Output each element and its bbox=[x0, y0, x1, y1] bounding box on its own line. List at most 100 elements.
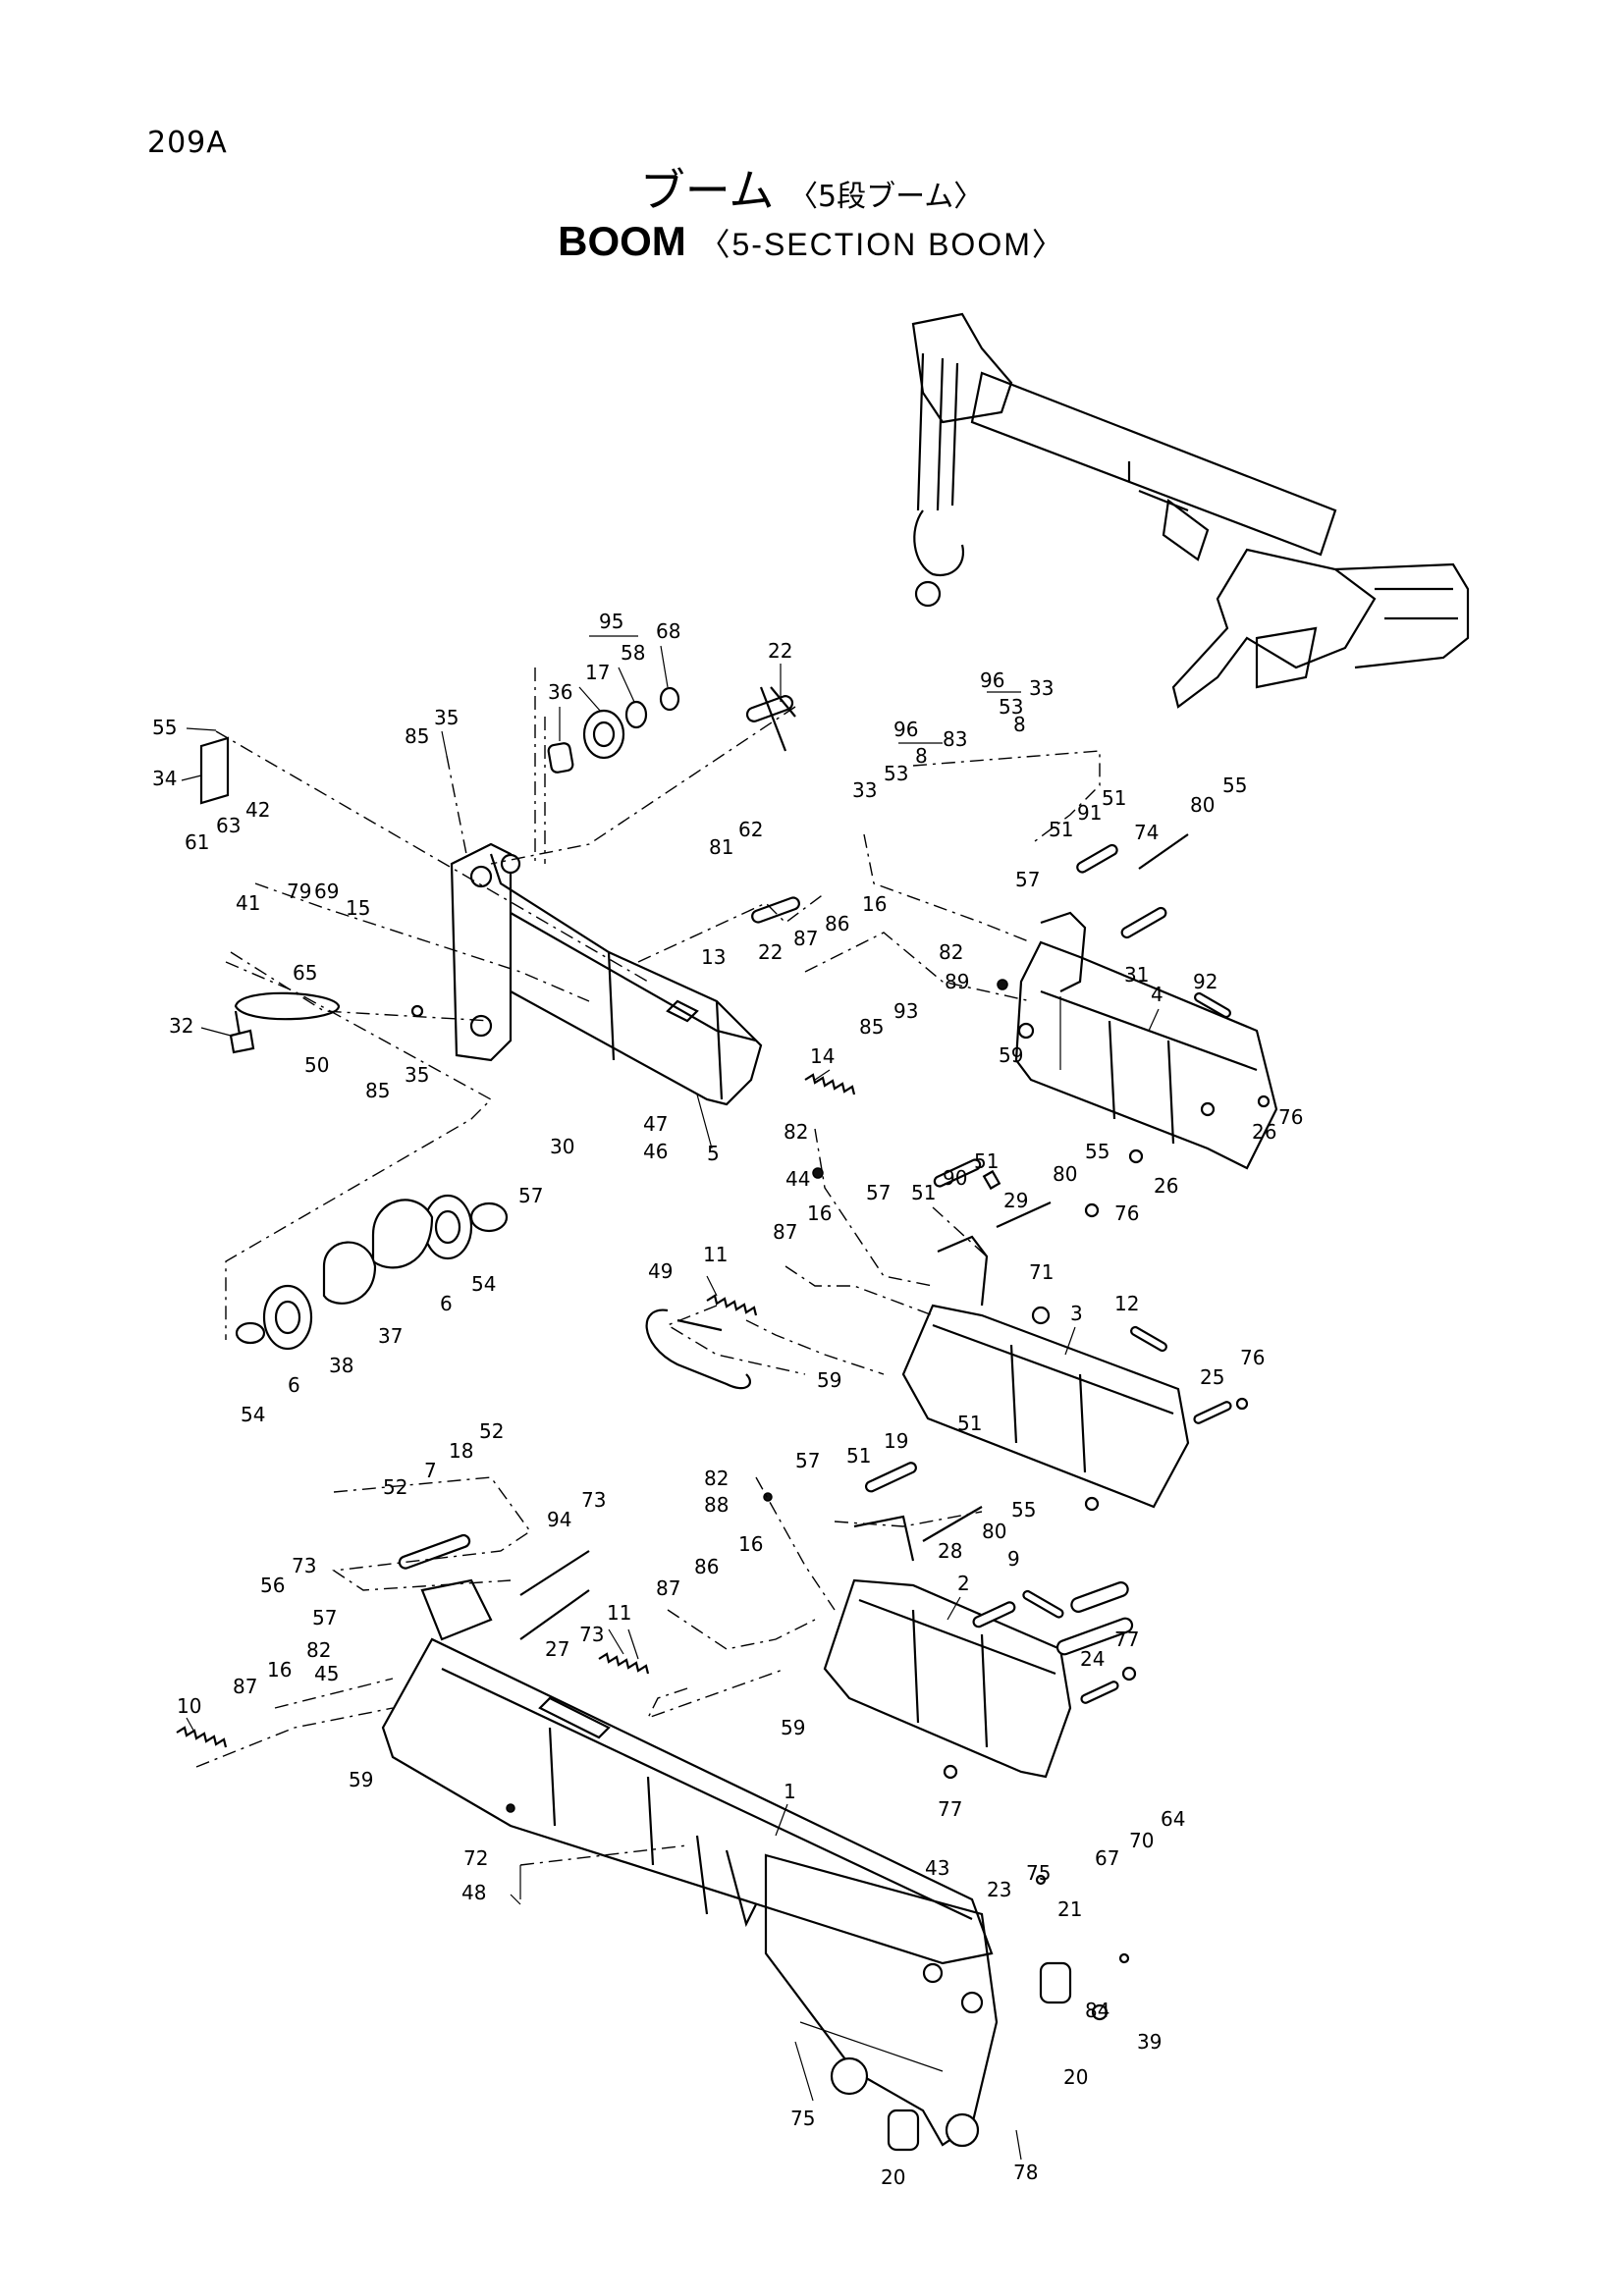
callout-95: 95 bbox=[599, 610, 623, 633]
callout-34: 34 bbox=[152, 767, 177, 790]
callout-67: 67 bbox=[1095, 1846, 1119, 1870]
callout-52: 52 bbox=[479, 1419, 504, 1443]
callout-76: 76 bbox=[1278, 1105, 1303, 1129]
callout-70: 70 bbox=[1129, 1829, 1154, 1852]
wire-harness-49 bbox=[645, 1308, 751, 1390]
callout-92: 92 bbox=[1193, 970, 1217, 993]
boom-section-2 bbox=[823, 1515, 1072, 1779]
callout-65: 65 bbox=[293, 961, 317, 985]
callout-72: 72 bbox=[463, 1846, 488, 1870]
boom-section-5 bbox=[450, 842, 763, 1106]
callout-82: 82 bbox=[939, 940, 963, 964]
callout-82: 82 bbox=[306, 1638, 331, 1662]
callout-51: 51 bbox=[1102, 786, 1126, 810]
boom-section-1 bbox=[381, 1578, 999, 2148]
crane-inset-illustration bbox=[911, 312, 1470, 709]
callout-16: 16 bbox=[807, 1201, 832, 1225]
sheave-set-top bbox=[547, 686, 800, 924]
callout-80: 80 bbox=[1190, 793, 1215, 817]
callout-11: 11 bbox=[607, 1601, 631, 1625]
callout-87: 87 bbox=[656, 1576, 680, 1600]
callout-26: 26 bbox=[1252, 1120, 1276, 1144]
callout-68: 68 bbox=[656, 619, 680, 643]
callout-94: 94 bbox=[547, 1508, 571, 1531]
callout-41: 41 bbox=[236, 891, 260, 915]
callout-14: 14 bbox=[810, 1044, 835, 1068]
callout-16: 16 bbox=[738, 1532, 763, 1556]
callout-53: 53 bbox=[999, 695, 1023, 719]
callout-20: 20 bbox=[881, 2165, 905, 2189]
callout-21: 21 bbox=[1057, 1897, 1082, 1921]
callout-55: 55 bbox=[1085, 1140, 1109, 1163]
callout-38: 38 bbox=[329, 1354, 353, 1377]
callout-85: 85 bbox=[365, 1079, 390, 1102]
callout-90: 90 bbox=[943, 1166, 967, 1190]
title-jp-main: ブーム bbox=[639, 164, 775, 217]
callout-7: 7 bbox=[424, 1459, 437, 1482]
callout-59: 59 bbox=[817, 1368, 841, 1392]
callout-31: 31 bbox=[1124, 963, 1149, 987]
callout-58: 58 bbox=[621, 641, 645, 665]
callout-42: 42 bbox=[245, 798, 270, 822]
callout-19: 19 bbox=[884, 1429, 908, 1453]
callout-62: 62 bbox=[738, 818, 763, 841]
callout-51: 51 bbox=[1049, 818, 1073, 841]
callout-18: 18 bbox=[449, 1439, 473, 1463]
callout-26: 26 bbox=[1154, 1174, 1178, 1198]
callout-73: 73 bbox=[581, 1488, 606, 1512]
pins-and-rods bbox=[398, 686, 1232, 2152]
small-hardware bbox=[410, 979, 1271, 2021]
callout-15: 15 bbox=[346, 896, 370, 920]
callout-45: 45 bbox=[314, 1662, 339, 1685]
callout-59: 59 bbox=[999, 1043, 1023, 1067]
callout-6: 6 bbox=[288, 1373, 300, 1397]
callout-91: 91 bbox=[1077, 801, 1102, 825]
springs bbox=[176, 1073, 856, 1748]
callout-88: 88 bbox=[704, 1493, 729, 1517]
callout-52: 52 bbox=[383, 1475, 407, 1499]
callout-54: 54 bbox=[241, 1403, 265, 1426]
callout-44: 44 bbox=[785, 1167, 810, 1191]
callout-85: 85 bbox=[405, 724, 429, 748]
callout-53: 53 bbox=[884, 762, 908, 785]
sheave-set-lower-left bbox=[235, 1194, 509, 1351]
callout-56: 56 bbox=[260, 1574, 285, 1597]
callout-33: 33 bbox=[1029, 676, 1054, 700]
clamp-32 bbox=[229, 1029, 255, 1054]
callout-75: 75 bbox=[790, 2107, 815, 2130]
callout-30: 30 bbox=[550, 1135, 574, 1158]
callout-77: 77 bbox=[938, 1797, 962, 1821]
callout-25: 25 bbox=[1200, 1365, 1224, 1389]
callout-5: 5 bbox=[707, 1142, 720, 1165]
callout-73: 73 bbox=[292, 1554, 316, 1577]
callout-8: 8 bbox=[1013, 713, 1026, 736]
title-english: BOOM 〈5-SECTION BOOM〉 bbox=[0, 218, 1623, 265]
callout-76: 76 bbox=[1240, 1346, 1265, 1369]
callout-36: 36 bbox=[548, 680, 572, 704]
callout-76: 76 bbox=[1114, 1201, 1139, 1225]
callout-89: 89 bbox=[945, 970, 969, 993]
callout-80: 80 bbox=[1053, 1162, 1077, 1186]
callout-35: 35 bbox=[405, 1063, 429, 1087]
callout-33: 33 bbox=[852, 778, 877, 802]
callout-24: 24 bbox=[1080, 1647, 1105, 1671]
callout-55: 55 bbox=[1222, 774, 1247, 797]
callout-87: 87 bbox=[233, 1675, 257, 1698]
callout-84: 84 bbox=[1085, 1999, 1109, 2022]
callout-87: 87 bbox=[793, 927, 818, 950]
callout-81: 81 bbox=[709, 835, 733, 859]
callout-79: 79 bbox=[287, 880, 311, 903]
title-jp-sub: 〈5段ブーム〉 bbox=[788, 180, 984, 214]
callout-69: 69 bbox=[314, 880, 339, 903]
callout-83: 83 bbox=[943, 727, 967, 751]
callout-51: 51 bbox=[974, 1149, 999, 1173]
callout-51: 51 bbox=[911, 1181, 936, 1204]
callout-80: 80 bbox=[982, 1520, 1006, 1543]
callout-8: 8 bbox=[915, 744, 928, 768]
callout-73: 73 bbox=[579, 1623, 604, 1646]
callout-4: 4 bbox=[1151, 983, 1163, 1006]
callout-47: 47 bbox=[643, 1112, 668, 1136]
callout-57: 57 bbox=[312, 1606, 337, 1629]
callout-28: 28 bbox=[938, 1539, 962, 1563]
callout-20: 20 bbox=[1063, 2065, 1088, 2089]
